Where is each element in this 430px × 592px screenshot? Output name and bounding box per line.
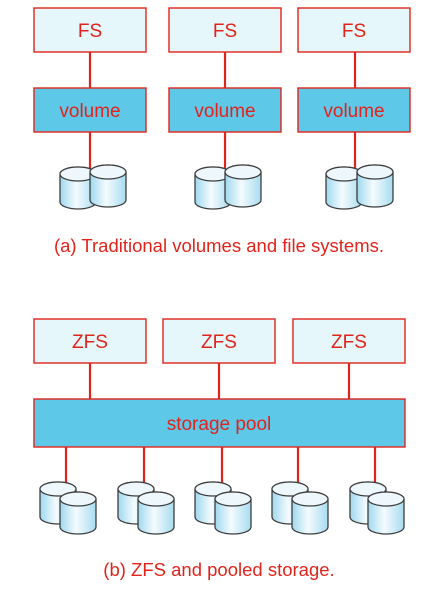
panel-b-connectors <box>64 363 377 485</box>
fs-label-2: FS <box>213 21 237 42</box>
zfs-label-1: ZFS <box>72 332 108 353</box>
caption-b: (b) ZFS and pooled storage. <box>103 559 334 580</box>
fs-label-1: FS <box>78 21 102 42</box>
disk-front-icon <box>137 491 175 535</box>
volume-label-2: volume <box>194 101 255 122</box>
disk-pair-5 <box>349 481 405 535</box>
fs-label-3: FS <box>342 21 366 42</box>
volume-box-1: volume <box>33 87 147 133</box>
zfs-box-3: ZFS <box>292 318 406 364</box>
disk-back-icon <box>325 166 363 210</box>
disk-front-icon <box>356 164 394 208</box>
caption-a: (a) Traditional volumes and file systems… <box>54 235 384 256</box>
disk-back-icon <box>194 166 232 210</box>
disk-pair-1 <box>59 164 127 210</box>
panel-a-disk-groups <box>59 164 394 210</box>
panel-a-connectors <box>88 52 357 172</box>
disk-pair-4 <box>271 481 329 535</box>
disk-front-icon <box>367 491 405 535</box>
storage-pool-box: storage pool <box>33 398 406 448</box>
storage-pool-label: storage pool <box>167 414 272 435</box>
disk-pair-3 <box>194 481 252 535</box>
disk-pair-3 <box>325 164 394 210</box>
zfs-box-2: ZFS <box>162 318 276 364</box>
disk-front-icon <box>59 491 97 535</box>
panel-b: ZFS ZFS ZFS storage pool (b) ZFS and poo… <box>33 318 406 580</box>
disk-front-icon <box>214 491 252 535</box>
disk-pair-2 <box>117 481 175 535</box>
disk-front-icon <box>89 164 127 208</box>
disk-pair-1 <box>39 481 97 535</box>
zfs-label-3: ZFS <box>331 332 367 353</box>
fs-box-1: FS <box>33 7 147 53</box>
panel-b-disk-groups <box>39 481 405 535</box>
volume-box-2: volume <box>168 87 282 133</box>
panel-a: FS FS FS volume volume volume (a) Tradit… <box>33 7 411 256</box>
disk-front-icon <box>224 164 262 208</box>
disk-back-icon <box>59 166 97 210</box>
fs-box-3: FS <box>297 7 411 53</box>
disk-back-icon <box>39 481 77 525</box>
disk-pair-2 <box>194 164 262 210</box>
fs-box-2: FS <box>168 7 282 53</box>
volume-label-3: volume <box>323 101 384 122</box>
zfs-label-2: ZFS <box>201 332 237 353</box>
zfs-box-1: ZFS <box>33 318 147 364</box>
volume-box-3: volume <box>297 87 411 133</box>
disk-front-icon <box>291 491 329 535</box>
volume-label-1: volume <box>59 101 120 122</box>
